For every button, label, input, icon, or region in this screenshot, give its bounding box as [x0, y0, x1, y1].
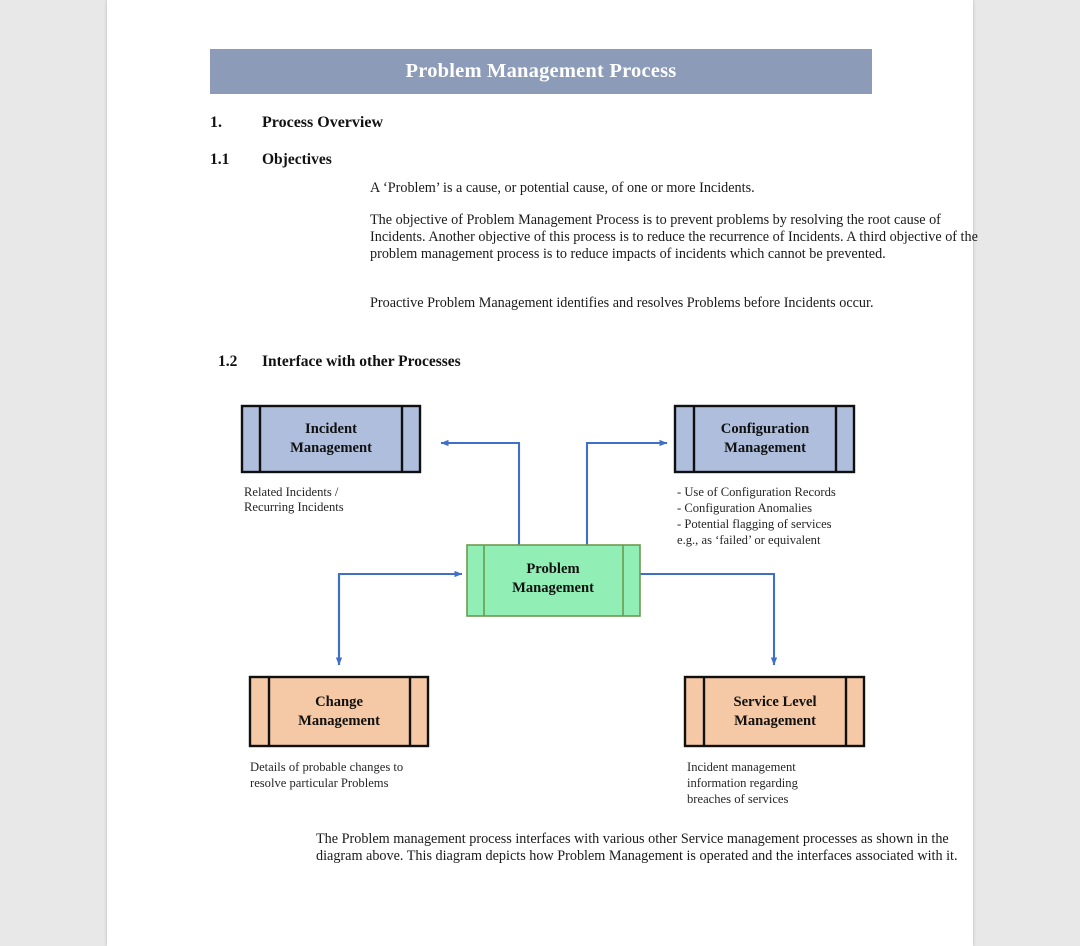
heading-number: 1.1	[210, 151, 230, 168]
connector-problem-to-configuration	[585, 439, 668, 545]
caption-service-level-management: Incident management information regardin…	[687, 760, 799, 806]
caption-configuration-management: - Use of Configuration Records - Configu…	[677, 485, 836, 547]
caption-line: Details of probable changes to	[250, 760, 403, 774]
caption-line: Incident management	[687, 760, 796, 774]
caption-line: resolve particular Problems	[250, 776, 389, 790]
connector-change-to-problem	[337, 570, 463, 665]
node-configuration-management[interactable]: Configuration Management	[673, 404, 856, 474]
node-label-line1: Configuration	[721, 421, 809, 437]
heading-number: 1.	[210, 114, 222, 131]
node-change-management[interactable]: Change Management	[248, 675, 430, 748]
caption-line: Recurring Incidents	[244, 500, 344, 514]
paragraph-proactive: Proactive Problem Management identifies …	[370, 295, 874, 311]
node-problem-management[interactable]: Problem Management	[466, 544, 641, 617]
caption-line: breaches of services	[687, 792, 788, 806]
heading-objectives: 1.1 Objectives	[210, 151, 332, 169]
caption-line: e.g., as ‘failed’ or equivalent	[677, 533, 821, 547]
node-label-line2: Management	[290, 440, 372, 456]
heading-text: Process Overview	[262, 114, 383, 131]
paragraph-problem-definition: A ‘Problem’ is a cause, or potential cau…	[370, 180, 755, 196]
connector-problem-to-incident	[440, 439, 521, 545]
caption-line: - Use of Configuration Records	[677, 485, 836, 499]
document-title-banner: Problem Management Process	[210, 49, 872, 94]
document-page: Problem Management Process 1. Process Ov…	[107, 0, 978, 946]
node-incident-management[interactable]: Incident Management	[240, 404, 422, 474]
node-label-line1: Change	[315, 694, 363, 710]
caption-change-management: Details of probable changes to resolve p…	[250, 760, 403, 790]
heading-interface-with-other-processes: 1.2 Interface with other Processes	[218, 353, 461, 371]
node-label-line2: Management	[512, 580, 594, 596]
node-label-line1: Problem	[526, 561, 579, 577]
caption-line: information regarding	[687, 776, 799, 790]
connector-problem-to-service-level	[640, 572, 778, 666]
node-label-line2: Management	[724, 440, 806, 456]
caption-line: - Potential flagging of services	[677, 517, 832, 531]
node-label-line1: Incident	[305, 421, 357, 437]
heading-process-overview: 1. Process Overview	[210, 114, 383, 132]
page-title: Problem Management Process	[405, 60, 677, 82]
node-label-line2: Management	[734, 713, 816, 729]
caption-line: - Configuration Anomalies	[677, 501, 812, 515]
node-service-level-management[interactable]: Service Level Management	[683, 675, 866, 748]
heading-text: Interface with other Processes	[262, 353, 461, 370]
node-label-line2: Management	[298, 713, 380, 729]
paragraph-closing: The Problem management process interface…	[316, 831, 958, 865]
node-label-line1: Service Level	[733, 694, 816, 710]
caption-line: Related Incidents /	[244, 485, 339, 499]
caption-incident-management: Related Incidents / Recurring Incidents	[244, 485, 344, 514]
heading-number: 1.2	[218, 353, 238, 370]
process-interface-diagram: Incident Management Related Incidents / …	[240, 404, 866, 806]
paragraph-objective: The objective of Problem Management Proc…	[370, 212, 978, 263]
heading-text: Objectives	[262, 151, 332, 168]
